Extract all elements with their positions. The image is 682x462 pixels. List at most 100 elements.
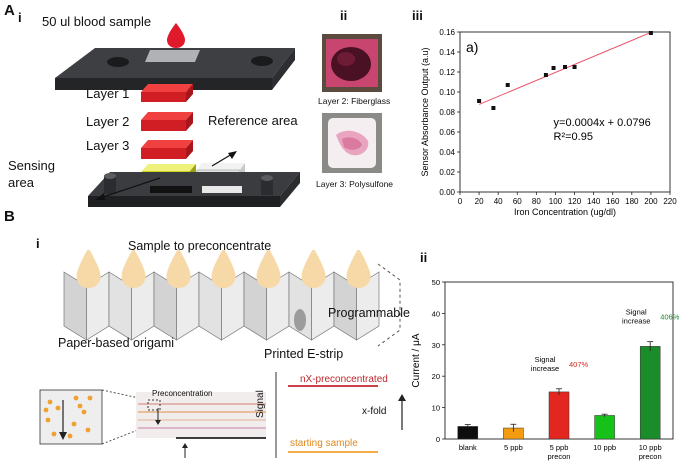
layer-2-label: Layer 2 (86, 114, 130, 129)
data-point (648, 31, 653, 35)
y-tick-label: 0.00 (439, 188, 455, 197)
sample-label: 50 ul blood sample (42, 14, 152, 29)
category-label: 10 ppb (639, 443, 662, 452)
annotation-line: Signal (535, 355, 556, 364)
panel-letter-a: A (4, 2, 15, 19)
y-axis-label: Sensor Absorbance Output (a.u) (420, 47, 430, 176)
scatter-plot-frame (459, 31, 671, 193)
starting-sample-label: starting sample (290, 438, 358, 449)
fit-r-squared: R²=0.95 (554, 131, 593, 143)
particle-dot (55, 405, 61, 411)
y-tick-label: 0.16 (439, 28, 455, 37)
programmable-label: Programmable (328, 306, 410, 320)
bar-y-tick-label: 50 (432, 278, 440, 287)
sample-droplet-icon (256, 250, 281, 288)
annotation-percent: 407% (569, 360, 589, 369)
y-tick-label: 0.12 (439, 68, 455, 77)
data-point (477, 99, 482, 103)
annotation-line: increase (531, 364, 559, 373)
origami-illustration (63, 250, 401, 347)
top-cover (55, 48, 295, 90)
panel-b-ii-label: ii (420, 250, 428, 265)
bar-y-tick-label: 10 (432, 404, 440, 413)
x-tick-label: 180 (625, 197, 639, 206)
data-point (563, 65, 567, 69)
particle-dot (73, 395, 79, 401)
x-tick-label: 60 (513, 197, 522, 206)
bar-y-tick-label: 0 (436, 435, 440, 444)
preconcentration-label: Preconcentration (152, 389, 213, 398)
fiberglass-caption: Layer 2: Fiberglass (318, 96, 391, 106)
x-tick-label: 220 (663, 197, 677, 206)
y-tick-label: 0.02 (439, 168, 455, 177)
particle-dot (85, 427, 91, 433)
chart-annotation: a) (466, 39, 478, 55)
layer-1-block (141, 84, 193, 102)
layer-1-label: Layer 1 (86, 86, 130, 101)
data-point (572, 65, 577, 69)
bar-y-axis-label: Current / μA (411, 333, 422, 387)
reference-area-label: Reference area (208, 113, 298, 128)
estrip-label: Printed E-strip (264, 347, 344, 361)
data-point (551, 66, 556, 70)
sample-droplet-icon (301, 250, 326, 288)
particle-dot (51, 431, 57, 437)
x-tick-label: 80 (532, 197, 541, 206)
y-tick-label: 0.14 (439, 48, 455, 57)
layer-2-block (141, 112, 193, 131)
polysulfone-photo (322, 113, 382, 173)
x-tick-label: 140 (587, 197, 601, 206)
sensing-label: Sensing (8, 158, 55, 173)
x-tick-label: 0 (458, 197, 463, 206)
panel-letter-b: B (4, 208, 15, 225)
x-tick-label: 20 (475, 197, 484, 206)
particle-dot (43, 407, 49, 413)
bar (548, 391, 570, 440)
y-tick-label: 0.10 (439, 88, 455, 97)
signal-axis-label: Signal (255, 390, 266, 418)
category-label: precon (548, 452, 571, 461)
panel-a-i-label: i (18, 10, 22, 25)
particle-dot (81, 409, 87, 415)
sample-droplet-icon (76, 250, 101, 288)
panel-b-i-label: i (36, 236, 40, 251)
x-tick-label: 160 (606, 197, 620, 206)
x-tick-label: 40 (494, 197, 503, 206)
annotation-line: Signal (626, 308, 647, 317)
y-tick-label: 0.04 (439, 148, 455, 157)
xfold-label: x-fold (362, 406, 387, 417)
x-tick-label: 200 (644, 197, 658, 206)
annotation-percent: 406% (660, 313, 680, 322)
sample-droplet-icon (346, 250, 371, 288)
bar (639, 346, 661, 440)
sample-droplet-icon (121, 250, 146, 288)
nx-preconcentrated-label: nX-preconcentrated (300, 374, 388, 385)
category-label: 5 ppb (504, 443, 523, 452)
x-axis-label: Iron Concentration (ug/dl) (514, 207, 616, 217)
blood-droplet-icon (167, 23, 185, 48)
particle-dot (71, 421, 77, 427)
data-point (491, 106, 496, 110)
particle-dot (45, 417, 51, 423)
panel-a-iii-label: iii (412, 8, 423, 23)
particle-dot (87, 395, 93, 401)
data-point (543, 73, 548, 77)
bar (594, 415, 615, 440)
annotation-line: increase (622, 317, 650, 326)
fiberglass-photo (322, 34, 382, 92)
sample-droplet-icon (211, 250, 236, 288)
x-tick-label: 120 (568, 197, 582, 206)
category-label: blank (459, 443, 477, 452)
category-label: 10 ppb (593, 443, 616, 452)
sample-droplet-icon (166, 250, 191, 288)
particle-dot (67, 433, 73, 439)
layer-3-block (141, 140, 193, 159)
bar-y-tick-label: 30 (432, 341, 440, 350)
origami-label: Paper-based origami (58, 336, 175, 350)
fit-equation: y=0.0004x + 0.0796 (554, 117, 651, 129)
sensing-area-label: area (8, 175, 35, 190)
particle-dot (47, 399, 53, 405)
panel-a-ii-label: ii (340, 8, 348, 23)
